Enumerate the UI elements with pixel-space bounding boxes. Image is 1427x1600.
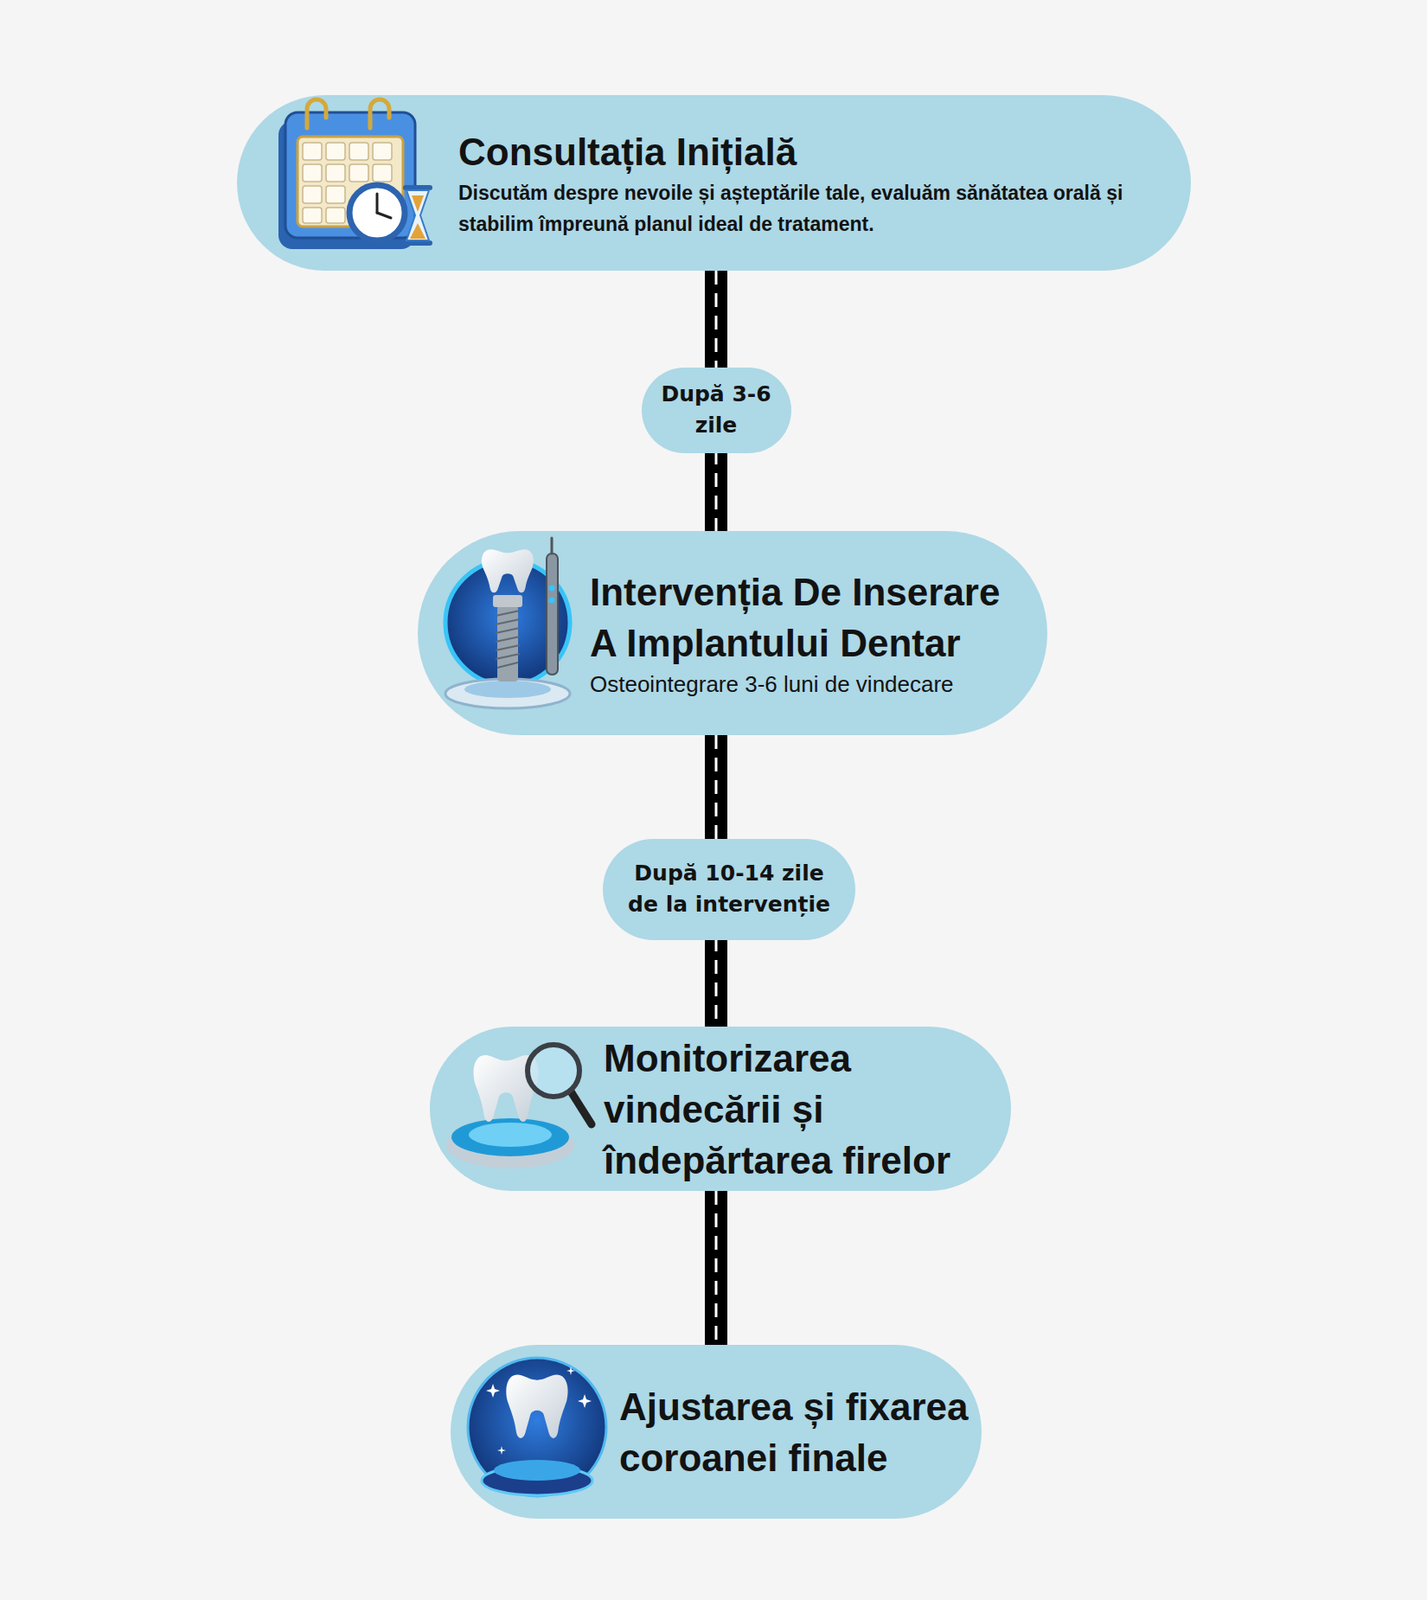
step-description: Discutăm despre nevoile și așteptările t…: [458, 177, 1185, 240]
step-text-block: Ajustarea și fixarea coroanei finale: [619, 1344, 992, 1519]
step-pill: Consultația InițialăDiscutăm despre nevo…: [236, 95, 1191, 271]
step-subtitle: Osteointegrare 3-6 luni de vindecare: [589, 668, 1023, 700]
timing-label: După 3-6 zile: [659, 378, 775, 442]
step-text-block: Monitorizarea vindecării și îndepărtarea…: [603, 1026, 976, 1191]
step-title: Ajustarea și fixarea coroanei finale: [619, 1381, 992, 1484]
timing-pill: După 10-14 zile de la intervenție: [602, 838, 856, 941]
step-title: Intervenția De Inserare A Implantului De…: [589, 566, 1023, 669]
step-text-block: Consultația InițialăDiscutăm despre nevo…: [458, 95, 1185, 271]
step-title: Monitorizarea vindecării și îndepărtarea…: [603, 1032, 976, 1186]
road-line: [704, 1190, 728, 1345]
step-pill: Intervenția De Inserare A Implantului De…: [417, 531, 1048, 736]
step-pill: Ajustarea și fixarea coroanei finale: [450, 1344, 982, 1519]
timing-label: După 10-14 zile de la intervenție: [620, 857, 839, 921]
road-connector: [716, 1190, 717, 1345]
timing-pill: După 3-6 zile: [641, 367, 792, 454]
road-dashes: [715, 1190, 718, 1345]
step-title: Consultația Inițială: [458, 126, 1185, 178]
step-pill: Monitorizarea vindecării și îndepărtarea…: [429, 1026, 1012, 1191]
step-text-block: Intervenția De Inserare A Implantului De…: [589, 531, 1023, 736]
